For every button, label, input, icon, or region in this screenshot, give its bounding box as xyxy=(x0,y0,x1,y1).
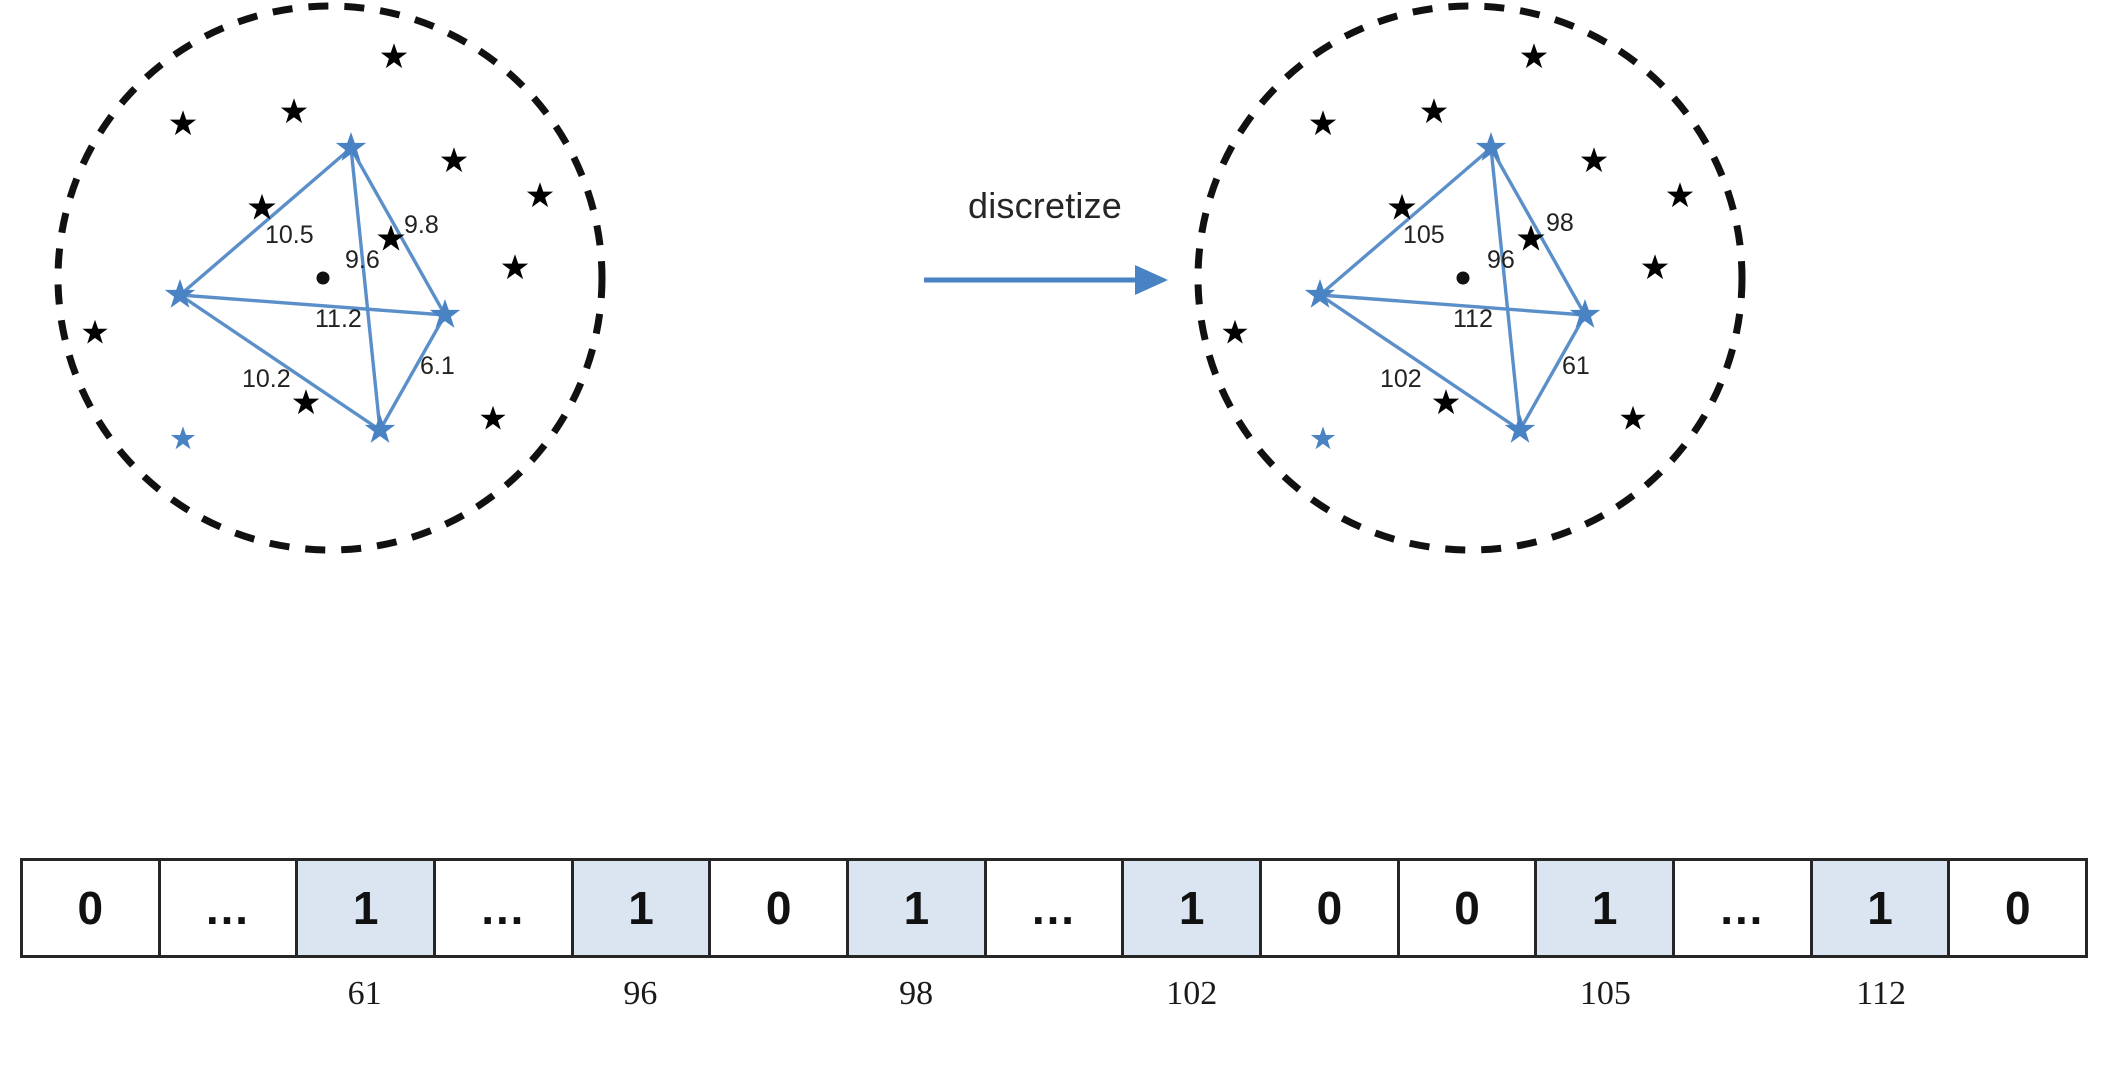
bit-index-label: 102 xyxy=(1166,975,1218,1012)
center-dot xyxy=(316,271,330,285)
background-star xyxy=(280,98,308,124)
background-star xyxy=(82,319,108,344)
right-panel-svg: 105 98 96 112 102 61 xyxy=(1194,2,1746,554)
discretize-transform: discretize xyxy=(920,185,1170,325)
bit-index-label: 96 xyxy=(623,975,658,1012)
background-star xyxy=(1309,110,1337,136)
edge-label-2: 96 xyxy=(1487,246,1515,274)
edge-label-4: 102 xyxy=(1380,365,1422,393)
background-star xyxy=(380,43,408,69)
boundary-circle xyxy=(54,2,606,554)
unmatched-blue-star xyxy=(1310,426,1336,450)
bit-index-label: 112 xyxy=(1856,975,1906,1012)
edge-label-0: 105 xyxy=(1403,221,1445,249)
background-star xyxy=(1620,405,1646,430)
discretize-label: discretize xyxy=(967,185,1123,226)
background-star xyxy=(292,389,320,415)
bit-cell-set[interactable]: 1 xyxy=(849,861,987,955)
bit-cell-set[interactable]: 1 xyxy=(1124,861,1263,955)
bit-index-blank xyxy=(1674,975,1812,1035)
unmatched-blue-star xyxy=(170,426,196,450)
left-panel-continuous: 10.5 9.8 9.6 11.2 10.2 6.1 xyxy=(20,0,900,600)
vertex-star xyxy=(1504,414,1536,443)
center-dot xyxy=(1456,271,1470,285)
background-star xyxy=(1641,254,1669,280)
bit-cell[interactable]: … xyxy=(986,861,1125,955)
background-star xyxy=(1388,193,1416,220)
bit-index-label: 61 xyxy=(347,975,382,1012)
right-panel-discrete: 105 98 96 112 102 61 xyxy=(1160,0,2040,600)
background-star xyxy=(1222,319,1248,344)
boundary-circle xyxy=(1194,2,1746,554)
bit-index-blank xyxy=(985,975,1123,1035)
vertex-star xyxy=(429,299,461,328)
bit-cell-set[interactable]: 1 xyxy=(1812,861,1951,955)
edge-label-3: 112 xyxy=(1453,305,1493,333)
background-star xyxy=(501,254,529,280)
bit-cell-set[interactable]: 1 xyxy=(298,861,437,955)
vertex-star xyxy=(1569,299,1601,328)
graph-edges xyxy=(1318,146,1587,432)
background-star xyxy=(480,405,506,430)
edge-label-2: 9.6 xyxy=(345,246,380,274)
graph-edges xyxy=(178,146,447,432)
vertex-star xyxy=(164,279,196,308)
bit-index-blank xyxy=(434,975,572,1035)
edge-label-0: 10.5 xyxy=(265,221,314,249)
background-stars xyxy=(1222,43,1694,430)
bit-index-label: 105 xyxy=(1579,975,1631,1012)
bit-cell-set[interactable]: 1 xyxy=(573,861,712,955)
bit-index-blank xyxy=(1950,975,2088,1035)
background-star xyxy=(1520,43,1548,69)
vertex-star xyxy=(364,414,396,443)
bit-cell[interactable]: 0 xyxy=(1399,861,1538,955)
bit-cell[interactable]: 0 xyxy=(1262,861,1400,955)
background-star xyxy=(1517,224,1545,251)
bit-cell[interactable]: … xyxy=(436,861,574,955)
edge-label-5: 61 xyxy=(1562,352,1590,380)
background-star xyxy=(1666,182,1694,208)
bit-cell[interactable]: 0 xyxy=(1950,861,2086,955)
graph-vertices xyxy=(1304,132,1601,450)
bit-cell[interactable]: 0 xyxy=(711,861,850,955)
background-star xyxy=(169,110,197,136)
left-panel-svg: 10.5 9.8 9.6 11.2 10.2 6.1 xyxy=(54,2,606,554)
bit-cell[interactable]: … xyxy=(160,861,299,955)
background-stars xyxy=(82,43,554,430)
bit-cell[interactable]: 0 xyxy=(23,861,161,955)
bit-cell-set[interactable]: 1 xyxy=(1537,861,1676,955)
bit-index-blank xyxy=(20,975,158,1035)
bit-index-blank xyxy=(158,975,296,1035)
edge-label-1: 9.8 xyxy=(404,211,439,239)
bit-index-blank xyxy=(709,975,847,1035)
background-star xyxy=(1420,98,1448,124)
background-star xyxy=(1580,147,1608,173)
graph-vertices xyxy=(164,132,461,450)
background-star xyxy=(377,224,405,251)
background-star xyxy=(248,193,276,220)
edge-label-4: 10.2 xyxy=(242,365,291,393)
vertex-star xyxy=(1475,132,1507,161)
background-star xyxy=(526,182,554,208)
vertex-star xyxy=(1304,279,1336,308)
bit-index-label: 98 xyxy=(899,975,934,1012)
edge-label-5: 6.1 xyxy=(420,352,455,380)
edge-label-1: 98 xyxy=(1546,209,1574,237)
bit-index-blank xyxy=(1261,975,1399,1035)
bit-index-blank xyxy=(1399,975,1537,1035)
background-star xyxy=(440,147,468,173)
background-star xyxy=(1432,389,1460,415)
bit-cell[interactable]: … xyxy=(1675,861,1813,955)
bit-array-index-row: 61 96 98 102 105 112 xyxy=(20,975,2088,1035)
edge-label-3: 11.2 xyxy=(315,305,362,333)
discretize-arrow-icon xyxy=(924,265,1168,295)
vertex-star xyxy=(335,132,367,161)
